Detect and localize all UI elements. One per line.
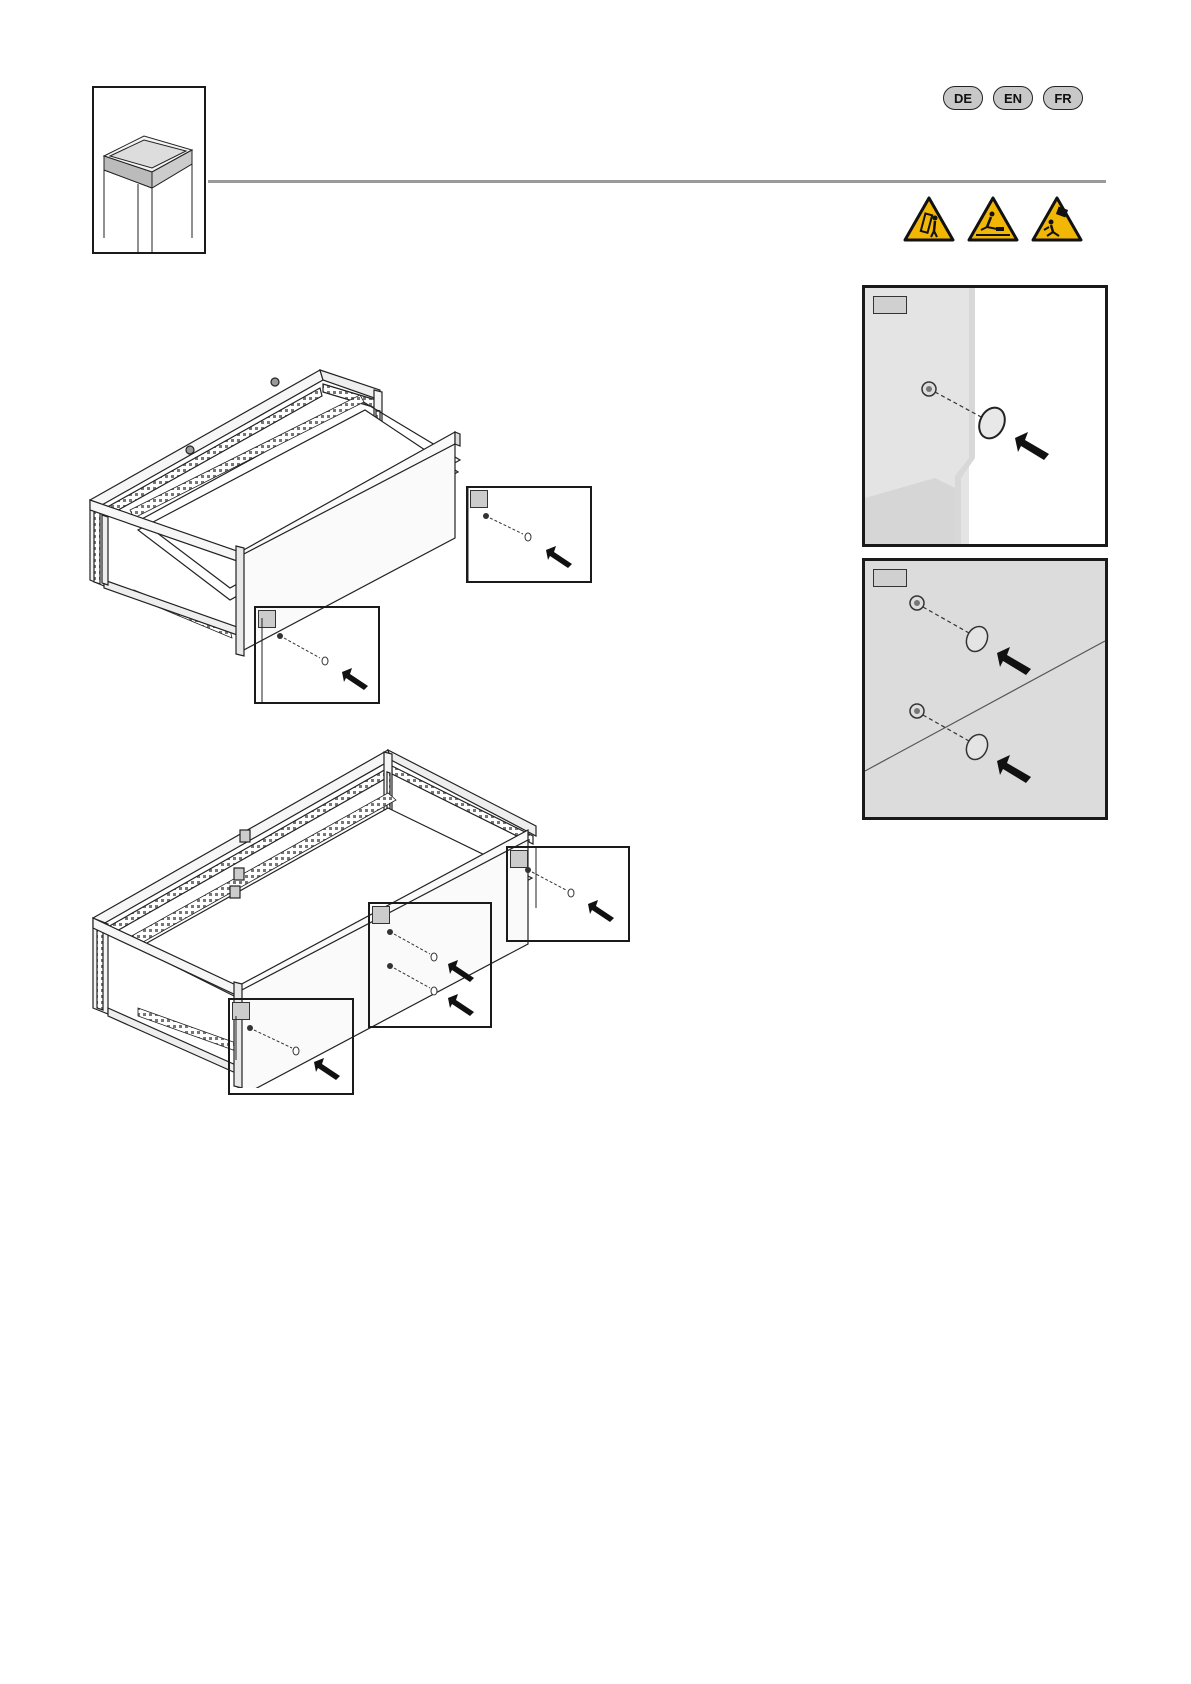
callout-box — [228, 998, 354, 1095]
header-rule — [208, 180, 1106, 183]
plug-insertion-detail — [256, 608, 378, 702]
arrow-icon — [314, 1058, 340, 1080]
language-badge: FR — [1043, 86, 1083, 110]
arrow-icon — [448, 994, 474, 1016]
callout-box — [368, 902, 492, 1028]
double-plug-detail — [865, 561, 1105, 817]
tripping-hazard-icon — [967, 196, 1019, 242]
plug-insertion-detail — [370, 904, 490, 1026]
plug-insertion-detail — [468, 488, 590, 581]
falling-objects-icon — [1031, 196, 1083, 242]
plug-insertion-detail — [508, 848, 628, 940]
detail-panel-single — [862, 285, 1108, 547]
callout-box — [466, 486, 592, 583]
warning-symbols — [903, 196, 1083, 242]
detail-panel-double — [862, 558, 1108, 820]
single-plug-detail — [865, 288, 1105, 544]
callout-box — [254, 606, 380, 704]
cabinet-thumbnail-drawing — [94, 88, 204, 252]
language-badge: EN — [993, 86, 1033, 110]
arrow-icon — [448, 960, 474, 982]
tipping-hazard-icon — [903, 196, 955, 242]
language-badge: DE — [943, 86, 983, 110]
plug-insertion-detail — [230, 1000, 352, 1093]
cabinet-thumbnail — [92, 86, 206, 254]
arrow-icon — [342, 668, 368, 690]
callout-box — [506, 846, 630, 942]
detail-label-tag — [873, 296, 907, 314]
language-selector: DE EN FR — [943, 86, 1083, 110]
detail-label-tag — [873, 569, 907, 587]
arrow-icon — [546, 546, 572, 568]
arrow-icon — [588, 900, 614, 922]
